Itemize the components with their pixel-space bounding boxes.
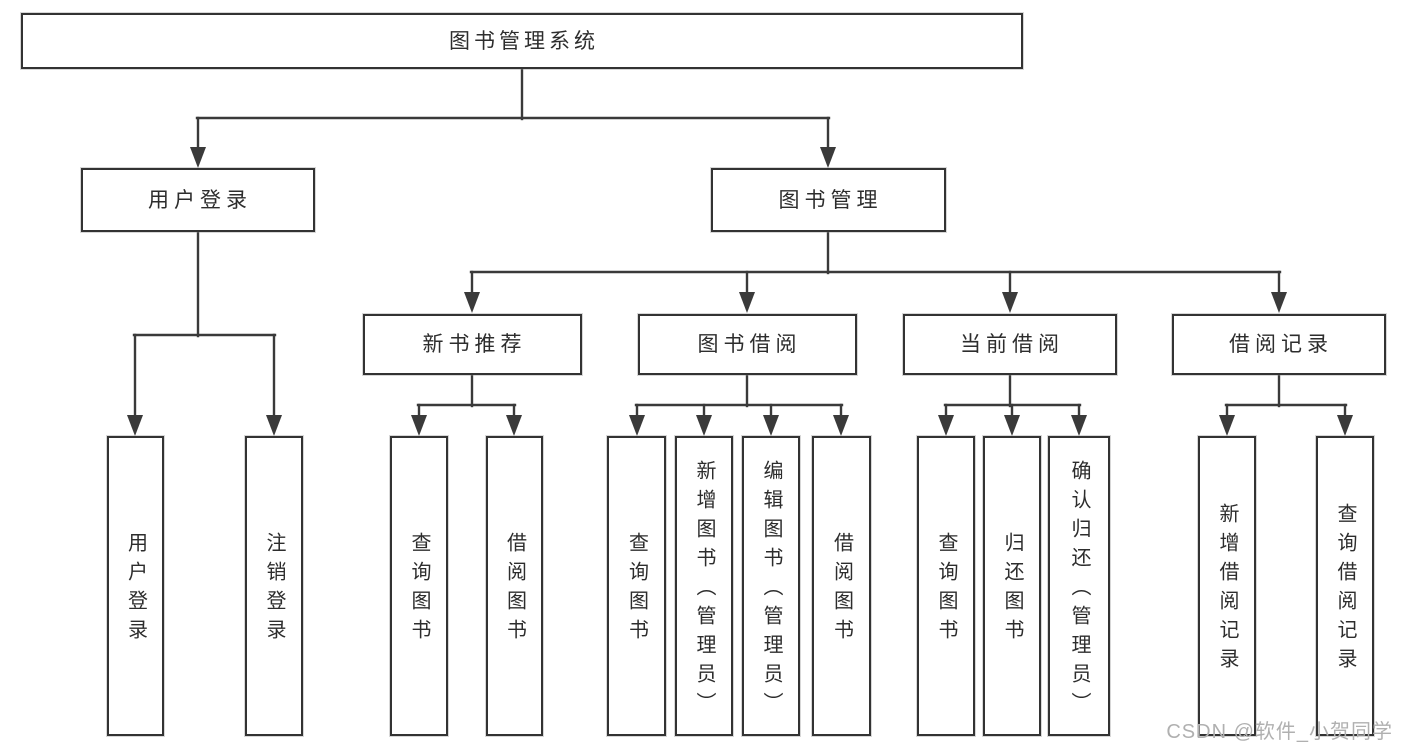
arrowhead <box>411 415 427 436</box>
leaf-user-login: 用户登录 <box>107 436 164 736</box>
arrowhead <box>1004 415 1020 436</box>
node-current-borrowing: 当前借阅 <box>903 314 1117 375</box>
arrowhead <box>127 415 143 436</box>
node-label: 图书管理系统 <box>449 29 599 53</box>
arrowhead <box>1071 415 1087 436</box>
leaf-label: 查询图书 <box>408 532 430 648</box>
arrowhead <box>833 415 849 436</box>
node-book-management: 图书管理 <box>711 168 946 232</box>
node-label: 图书管理 <box>778 188 883 212</box>
leaf-label: 查询图书 <box>935 532 957 648</box>
arrowhead <box>190 147 206 168</box>
arrowhead <box>1337 415 1353 436</box>
watermark-text: CSDN @软件_小贺同学 <box>1166 721 1393 743</box>
arrowhead <box>1271 292 1287 313</box>
leaf-label: 借阅图书 <box>503 532 526 648</box>
arrowhead <box>696 415 712 436</box>
node-label: 借阅记录 <box>1229 333 1333 356</box>
leaf-label: 查询借阅记录 <box>1334 503 1356 677</box>
arrowhead <box>820 147 836 168</box>
leaf-label: 查询图书 <box>625 532 648 648</box>
leaf-query-books-recommend: 查询图书 <box>390 436 448 736</box>
node-user-login: 用户登录 <box>81 168 315 232</box>
arrowhead <box>1002 292 1018 313</box>
arrowhead <box>266 415 282 436</box>
leaf-add-borrow-record: 新增借阅记录 <box>1198 436 1256 736</box>
leaf-edit-books-admin: 编辑图书（管理员） <box>742 436 800 736</box>
leaf-label: 确认归还（管理员） <box>1068 459 1090 721</box>
node-label: 当前借阅 <box>960 333 1064 356</box>
node-label: 用户登录 <box>148 188 252 212</box>
leaf-borrow-books-recommend: 借阅图书 <box>486 436 543 736</box>
leaf-query-books-current: 查询图书 <box>917 436 975 736</box>
arrowhead <box>506 415 522 436</box>
arrowhead <box>464 292 480 313</box>
leaf-label: 借阅图书 <box>830 532 853 648</box>
node-label: 图书借阅 <box>697 333 802 356</box>
leaf-borrow-books-borrow: 借阅图书 <box>812 436 871 736</box>
leaf-return-books: 归还图书 <box>983 436 1041 736</box>
leaf-confirm-return-admin: 确认归还（管理员） <box>1048 436 1110 736</box>
leaf-add-books-admin: 新增图书（管理员） <box>675 436 733 736</box>
node-book-borrowing: 图书借阅 <box>638 314 857 375</box>
leaf-logout-login: 注销登录 <box>245 436 303 736</box>
node-new-book-recommend: 新书推荐 <box>363 314 582 375</box>
leaf-label: 新增图书（管理员） <box>693 459 715 721</box>
leaf-label: 注销登录 <box>263 532 285 648</box>
arrowhead <box>763 415 779 436</box>
leaf-query-borrow-record: 查询借阅记录 <box>1316 436 1374 736</box>
node-library-management-system: 图书管理系统 <box>21 13 1023 69</box>
leaf-label: 编辑图书（管理员） <box>760 459 782 721</box>
node-borrowing-records: 借阅记录 <box>1172 314 1386 375</box>
leaf-label: 用户登录 <box>124 532 147 648</box>
leaf-label: 新增借阅记录 <box>1216 503 1238 677</box>
node-label: 新书推荐 <box>422 333 527 356</box>
arrowheads <box>127 147 1353 436</box>
leaf-query-books-borrow: 查询图书 <box>607 436 666 736</box>
leaf-label: 归还图书 <box>1001 532 1023 648</box>
arrowhead <box>739 292 755 313</box>
arrowhead <box>629 415 645 436</box>
arrowhead <box>938 415 954 436</box>
arrowhead <box>1219 415 1235 436</box>
